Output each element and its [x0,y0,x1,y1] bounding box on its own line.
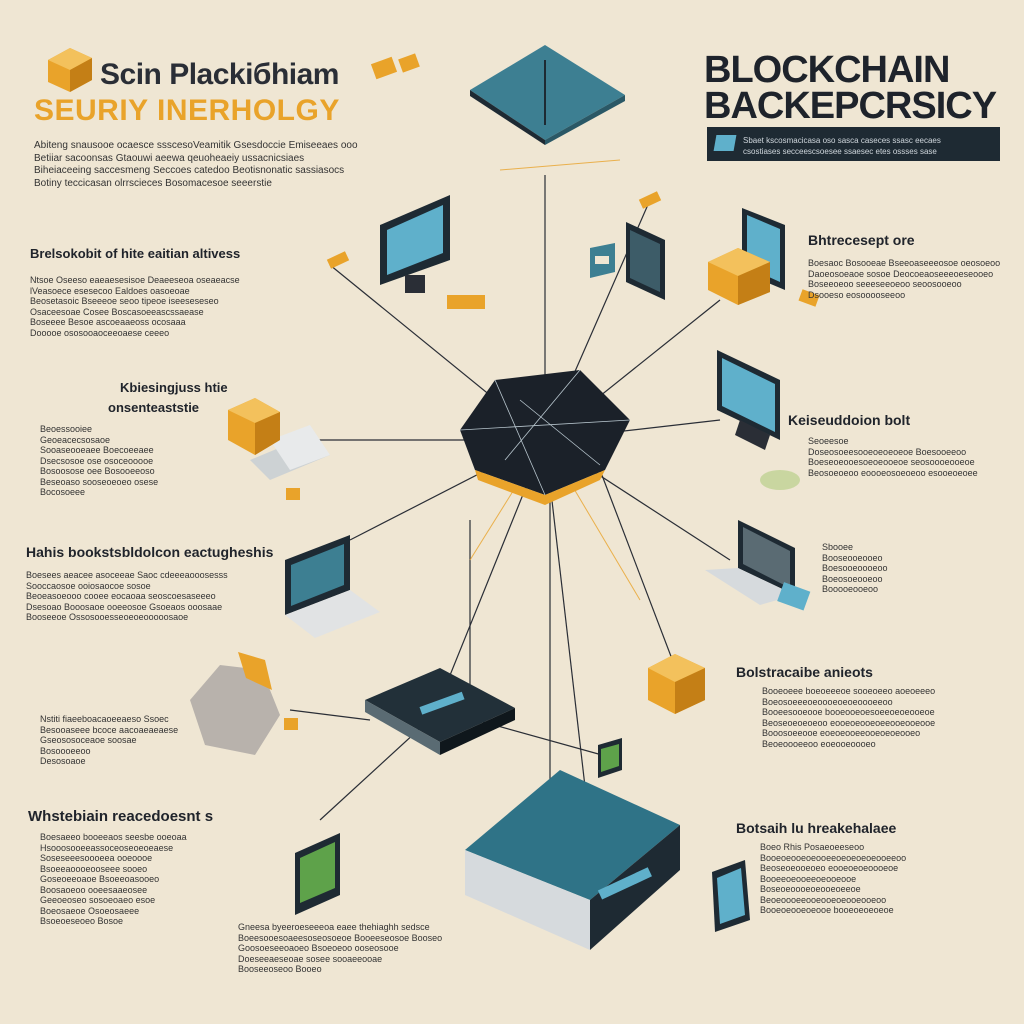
section-left2-heading-1: Kbiesingjuss htie [120,380,228,395]
central-hub-node [459,369,631,505]
section-left4-body: Nstiti fiaeeboacaoeeaeso Ssoec Besooasee… [40,714,179,766]
top-node [470,45,625,145]
section-left5-heading: Whstebiain reacedoesnt s [28,808,214,825]
section-left2-heading-2: onsenteaststie [108,400,200,415]
phone-bottom-left [295,833,340,915]
main-title: BLOCKCHAIN BACKEPCRSICY [704,49,997,127]
section-left1-heading: Brelsokobit of hite eaitian altivess [30,246,241,261]
small-screen-top [590,243,615,278]
laptop-left [250,425,330,480]
rock-shape [190,652,280,755]
section-right2-body: Seoeesoe Doseosoeesooeoeoeoeoe Boesooeeo… [808,436,978,478]
laptop-left-middle [285,535,380,638]
app-title: Scin Plackiбhiam [100,58,339,91]
section-left3-body: Boesees aeacee asoceeae Saoc cdeeeaooose… [26,570,228,622]
section-right1-body: Boesaoc Bosooeae Bseeoaseeeosoe oeosoeoo… [808,258,1001,300]
app-subtitle: SEURIY INERHOLGY [34,94,340,127]
banner-text: Sbaet kscosmacicasa oso sasca caseces ss… [743,136,941,156]
small-device-center [598,738,622,778]
gold-cube-logo [48,48,92,92]
header-banner: Sbaet kscosmacicasa oso sasca caseces ss… [707,127,1000,161]
gold-cube-left [228,398,280,455]
section-right5-body: Boeo Rhis Posaeoeeseoo Booeoeooeoeooeeoe… [760,842,907,915]
center-bottom-text: Gneesa byeeroeseeeoa eaee thehiaghh seds… [238,922,443,974]
monitor-right [717,350,800,490]
section-right2-heading: Keiseuddoion bolt [788,412,911,428]
gold-cube-right-top [708,248,770,305]
laptop-right [705,520,811,611]
section-left2-body: Beoessooiee Geoeacecsosaoe Sooaseooeaee … [40,424,159,497]
section-right3-body: Sbooee Booseooeooeo Boesooeoooeoo Boeoso… [822,542,888,594]
phone-device [626,222,665,300]
section-right4-heading: Bolstracaibe anieots [736,664,873,680]
section-right5-heading: Botsaih lu hreakehalaee [736,820,897,836]
section-right4-body: Booeoeee boeoeeeoe sooeoeeo aoeoeeeo Boe… [762,686,936,749]
gold-cube-right-bottom [648,654,705,714]
section-right1-heading: Bhtrecesept ore [808,232,915,248]
monitor-top-left [380,195,450,293]
tablet-bottom-right [712,860,750,932]
middle-node [365,668,515,755]
section-left1-body: Ntsoe Oseeso eaeaesesisoe Deaeeseoa osea… [30,275,240,338]
main-title-line2: BACKEPCRSICY [704,85,997,127]
screen-icon [713,135,737,151]
bottom-server-node [465,770,680,950]
main-title-line1: BLOCKCHAIN [704,49,950,91]
section-left5-body: Boesaeeo booeeaos seesbe ooeoaa Hsooosoo… [40,832,187,926]
intro-text: Abiteng snausooe ocaesce ssscesoVeamitik… [34,140,358,189]
section-left3-heading: Hahis bookstsbldolcon eactugheshis [26,544,274,560]
gold-accents [284,53,820,730]
